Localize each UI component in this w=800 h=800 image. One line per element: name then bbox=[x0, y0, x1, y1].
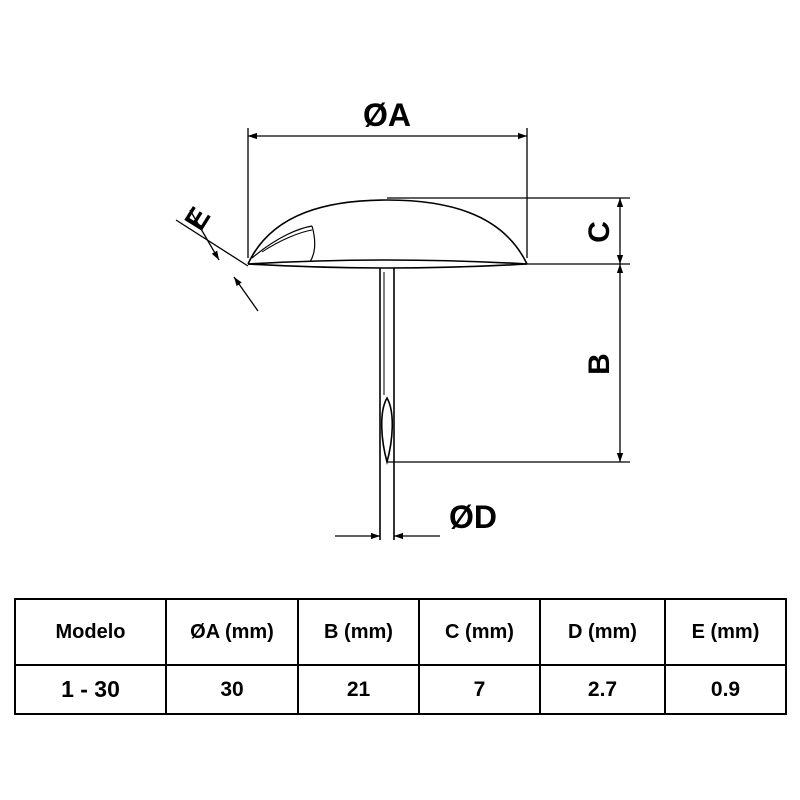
nail-head bbox=[247, 199, 528, 269]
dimension-b-label: B bbox=[583, 353, 616, 375]
cell-b: 21 bbox=[297, 664, 420, 715]
header-cell-c: C (mm) bbox=[418, 598, 541, 666]
header-cell-d: D (mm) bbox=[539, 598, 666, 666]
header-cell-a: ØA (mm) bbox=[165, 598, 299, 666]
nail-shank bbox=[379, 268, 395, 540]
dimension-a-label: ØA bbox=[363, 97, 411, 133]
dimension-c-label: C bbox=[583, 221, 616, 243]
cell-modelo: 1 - 30 bbox=[14, 664, 167, 715]
dimension-b bbox=[387, 264, 630, 463]
table-header-row: Modelo ØA (mm) B (mm) C (mm) D (mm) E (m… bbox=[14, 598, 787, 666]
header-cell-modelo: Modelo bbox=[14, 598, 167, 666]
header-cell-e: E (mm) bbox=[664, 598, 787, 666]
dimension-c bbox=[387, 197, 630, 265]
dimension-e bbox=[175, 209, 259, 312]
table-row: 1 - 30 30 21 7 2.7 0.9 bbox=[14, 664, 787, 715]
dimension-a bbox=[247, 128, 528, 258]
cell-a: 30 bbox=[165, 664, 299, 715]
nail-dimension-drawing: ØA C B ØD E bbox=[175, 97, 630, 540]
spec-table: Modelo ØA (mm) B (mm) C (mm) D (mm) E (m… bbox=[14, 598, 787, 715]
cell-d: 2.7 bbox=[539, 664, 666, 715]
dimension-d-label: ØD bbox=[449, 499, 497, 535]
cell-e: 0.9 bbox=[664, 664, 787, 715]
cell-c: 7 bbox=[418, 664, 541, 715]
dimension-e-label: E bbox=[179, 202, 218, 236]
header-cell-b: B (mm) bbox=[297, 598, 420, 666]
